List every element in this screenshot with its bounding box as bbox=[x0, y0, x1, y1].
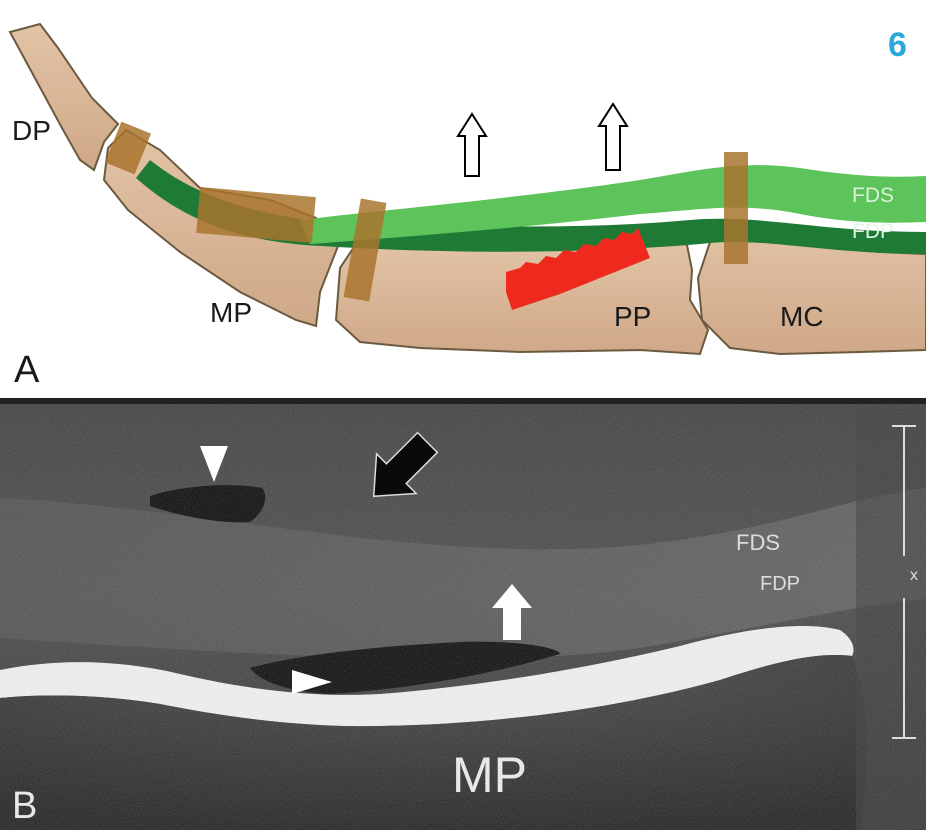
up-arrow-2 bbox=[599, 104, 627, 170]
mp-label: MP bbox=[210, 297, 252, 328]
pp-label: PP bbox=[614, 301, 651, 332]
ultrasound-image: x FDS FDP MP B bbox=[0, 398, 926, 830]
panel-b-ultrasound: x FDS FDP MP B bbox=[0, 398, 926, 830]
fds-label: FDS bbox=[852, 184, 894, 207]
panel-a-diagram: 6 DP MP PP MC FDS FDP A bbox=[0, 0, 926, 398]
pulley-a1 bbox=[724, 152, 748, 264]
panel-a-label: A bbox=[14, 349, 40, 391]
distal-phalanx-bone bbox=[10, 24, 118, 170]
fds-label-ultrasound: FDS bbox=[736, 530, 780, 555]
scale-marker-label: x bbox=[910, 567, 918, 584]
mc-label: MC bbox=[780, 301, 824, 332]
fdp-label-ultrasound: FDP bbox=[760, 573, 800, 595]
top-frame-line bbox=[0, 398, 926, 404]
fdp-label: FDP bbox=[852, 220, 894, 243]
dp-label: DP bbox=[12, 115, 51, 146]
up-arrow-1 bbox=[458, 114, 486, 176]
panel-b-label: B bbox=[12, 785, 37, 827]
figure-number-label: 6 bbox=[888, 26, 907, 64]
mp-label-ultrasound: MP bbox=[452, 747, 527, 803]
finger-diagram: 6 DP MP PP MC FDS FDP A bbox=[0, 0, 926, 398]
